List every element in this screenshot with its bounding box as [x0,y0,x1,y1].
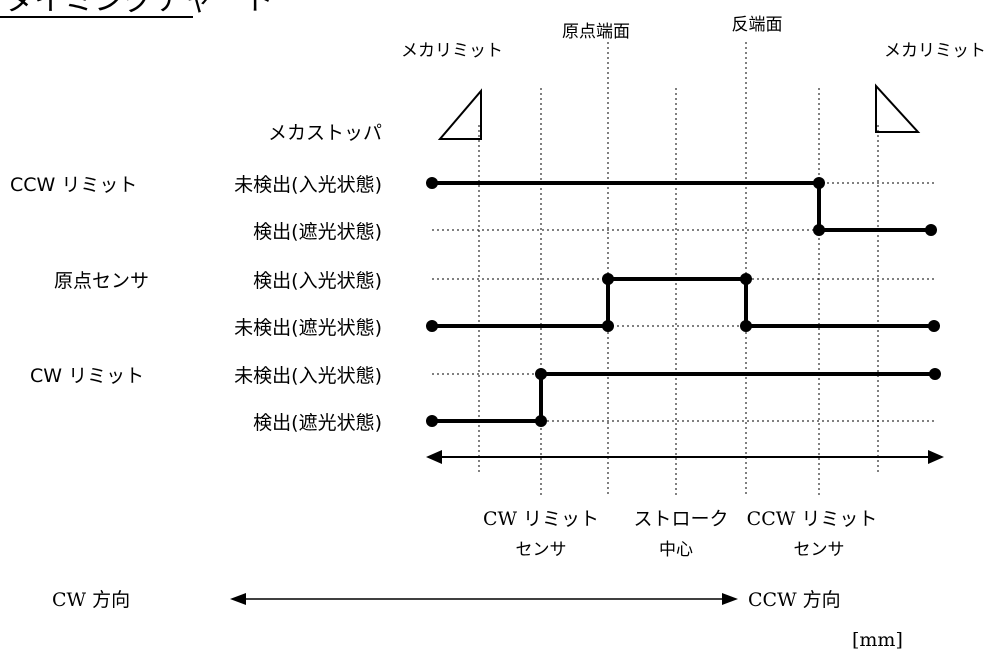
signal-name-ccw-limit: CCW リミット [10,174,137,196]
stroke-center-label-2: 中心 [659,540,693,560]
origin-waveform-point [740,320,752,332]
ccw-limit-sensor-label: CCW リミット [747,508,878,530]
ccw-direction-label: CCW 方向 [748,589,841,611]
unit-label: [mm] [852,629,903,651]
cw-direction-label: CW 方向 [52,589,130,611]
state-label-cw-low: 検出(遮光状態) [253,412,382,434]
mecha-limit-right-label: メカリミット [884,41,986,61]
origin-waveform-point [602,273,614,285]
state-label-ccw-high: 未検出(入光状態) [234,174,382,196]
origin-sensor-waveform [432,277,934,328]
direction-arrow-left-icon [230,593,246,605]
origin-end-face-label: 原点端面 [562,22,630,42]
ccw-limit-sensor-label-2: センサ [794,540,845,560]
origin-waveform-point [928,320,940,332]
state-label-origin-low: 未検出(遮光状態) [234,317,382,339]
origin-waveform-point [740,273,752,285]
opposite-end-face-label: 反端面 [732,15,783,35]
signal-name-cw-limit: CW リミット [30,365,144,387]
direction-arrow-right-icon [722,593,738,605]
cw-waveform-point [535,415,547,427]
cw-waveform-point [929,368,941,380]
ccw-limit-waveform [432,181,931,232]
mecha-stopper-left-icon [437,88,482,140]
ccw-waveform-point [813,224,825,236]
ccw-waveform-point [925,224,937,236]
origin-waveform-point [426,320,438,332]
cw-limit-waveform [432,372,935,423]
arrow-right-icon [928,450,944,464]
state-label-ccw-low: 検出(遮光状態) [253,221,382,243]
ccw-waveform-point [813,177,825,189]
mecha-limit-left-label: メカリミット [401,41,503,61]
mecha-stopper-label: メカストッパ [268,122,382,144]
origin-waveform-point [602,320,614,332]
cw-waveform-point [426,415,438,427]
ccw-waveform-point [426,177,438,189]
cw-waveform-point [535,368,547,380]
state-label-cw-high: 未検出(入光状態) [234,365,382,387]
stroke-center-label: ストローク [633,508,728,530]
mecha-stopper-right-icon [875,83,921,133]
state-label-origin-high: 検出(入光状態) [253,270,382,292]
cw-limit-sensor-label: CW リミット [483,508,599,530]
chart-title: タイミングチャート [4,0,274,18]
signal-name-origin-sensor: 原点センサ [54,270,149,292]
arrow-left-icon [426,450,442,464]
cw-limit-sensor-label-2: センサ [516,540,567,560]
